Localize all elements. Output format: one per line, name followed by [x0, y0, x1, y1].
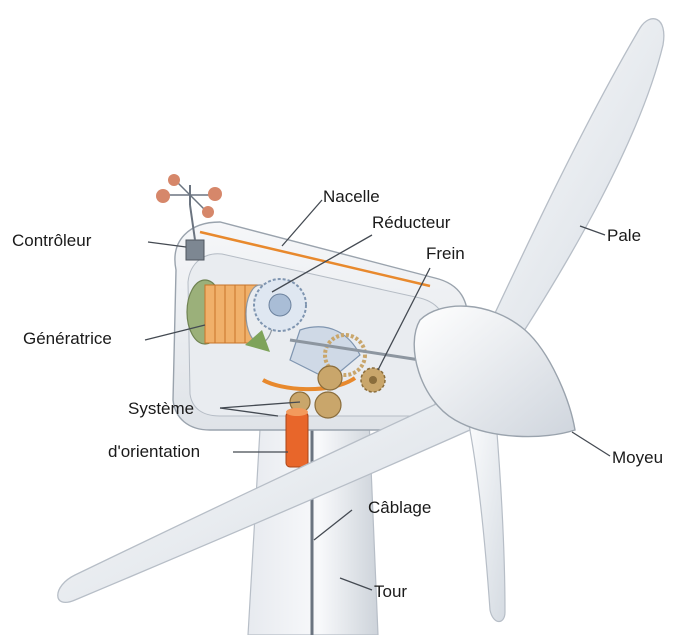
label-generatrice: Génératrice: [23, 329, 112, 349]
label-tour: Tour: [374, 582, 407, 602]
label-controleur: Contrôleur: [12, 231, 91, 251]
label-systeme: Système: [128, 399, 194, 419]
label-nacelle: Nacelle: [323, 187, 380, 207]
label-reducteur: Réducteur: [372, 213, 450, 233]
label-pale: Pale: [607, 226, 641, 246]
label-cablage: Câblage: [368, 498, 431, 518]
anemometer-icon: [156, 174, 222, 218]
label-orientation: d'orientation: [108, 442, 200, 462]
upper-blade: [480, 19, 664, 345]
leader-moyeu: [572, 432, 610, 456]
label-moyeu: Moyeu: [612, 448, 663, 468]
leader-nacelle: [282, 200, 322, 246]
label-frein: Frein: [426, 244, 465, 264]
back-blade: [468, 420, 505, 622]
brake: [361, 368, 385, 392]
